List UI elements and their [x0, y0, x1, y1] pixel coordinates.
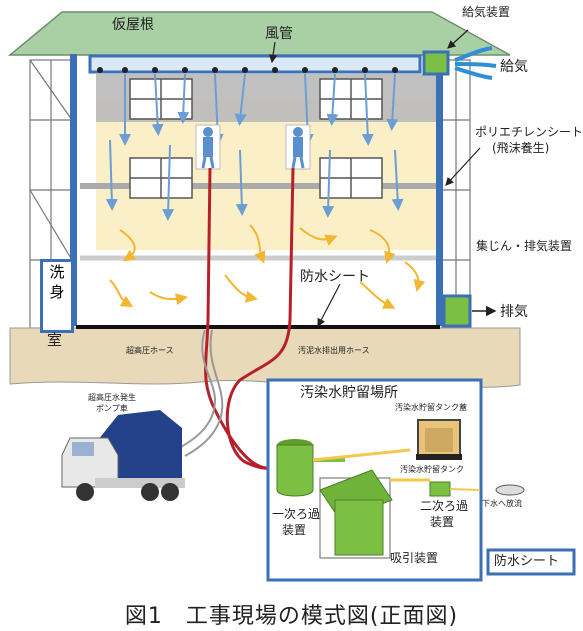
airflow-swirl [109, 224, 426, 309]
leader-lines [268, 29, 481, 328]
primary-filter [276, 439, 411, 497]
secondary-filter [390, 478, 525, 497]
sludge-hose-label: 汚泥水排出用ホース [298, 346, 370, 355]
wash-room-char-2: 身 [49, 283, 65, 302]
secondary-filter-label: 二次ろ過 [420, 499, 469, 513]
worker-right [285, 124, 311, 170]
waterproof-sheet-box-label: 防水シート [494, 554, 560, 569]
ground [9, 327, 521, 388]
figure-caption: 図1 工事現場の模式図(正面図) [124, 604, 459, 629]
storage-area-label: 汚染水貯留場所 [300, 385, 398, 401]
high-pressure-hose-red [204, 167, 271, 470]
wash-room-label: 洗 身 [40, 259, 74, 333]
worker-left [195, 124, 221, 170]
dust-exhaust-label: 集じん・排気装置 [476, 239, 573, 253]
duct-label: 風管 [265, 26, 293, 42]
storage-tank [416, 419, 462, 460]
pump-truck-sub-label: ポンプ車 [96, 404, 128, 413]
air-duct [88, 54, 422, 74]
duct-outlets [97, 67, 398, 73]
exhaust-label: 排気 [500, 304, 528, 320]
pump-truck-label: 超高圧水発生 [88, 393, 136, 402]
storage-tank-label: 汚染水貯留タンク [400, 465, 464, 474]
scaffold-right [441, 59, 471, 329]
primary-filter-label: 一次ろ過 [272, 507, 321, 521]
supply-air-unit [422, 50, 450, 76]
primary-filter-sub-label: 装置 [282, 523, 307, 537]
roof-label: 仮屋根 [112, 17, 154, 33]
pump-truck [61, 410, 185, 501]
wash-room-char-3: 室 [47, 331, 63, 349]
supply-unit-label: 給気装置 [462, 5, 511, 19]
wash-room-char-1: 洗 [49, 263, 65, 281]
windows [129, 78, 383, 199]
waterproof-sheet-box [486, 548, 576, 576]
suction-device [319, 469, 393, 559]
poly-sheet-label: ポリエチレンシート [475, 125, 583, 139]
sludge-hose-red [225, 167, 295, 470]
supply-air-arrows [454, 46, 497, 80]
waterproof-sheet-label: 防水シート [300, 269, 370, 285]
high-pressure-hose-label: 超高圧ホース [126, 346, 174, 355]
temporary-roof [7, 11, 511, 56]
supply-air-label: 給気 [500, 59, 528, 75]
enclosure-frame [70, 54, 443, 326]
dust-collector-unit [442, 294, 472, 328]
suction-device-label: 吸引装置 [390, 551, 439, 565]
lower-area [96, 250, 436, 326]
tank-lid-label: 汚染水貯留タンク蓋 [395, 403, 467, 412]
high-pressure-hose-gray-2 [184, 329, 224, 457]
secondary-filter-sub-label: 装置 [430, 515, 455, 529]
sewer-discharge-label: 下水へ放流 [482, 499, 522, 508]
poly-sheet-sub-label: (飛沫養生) [492, 141, 550, 155]
